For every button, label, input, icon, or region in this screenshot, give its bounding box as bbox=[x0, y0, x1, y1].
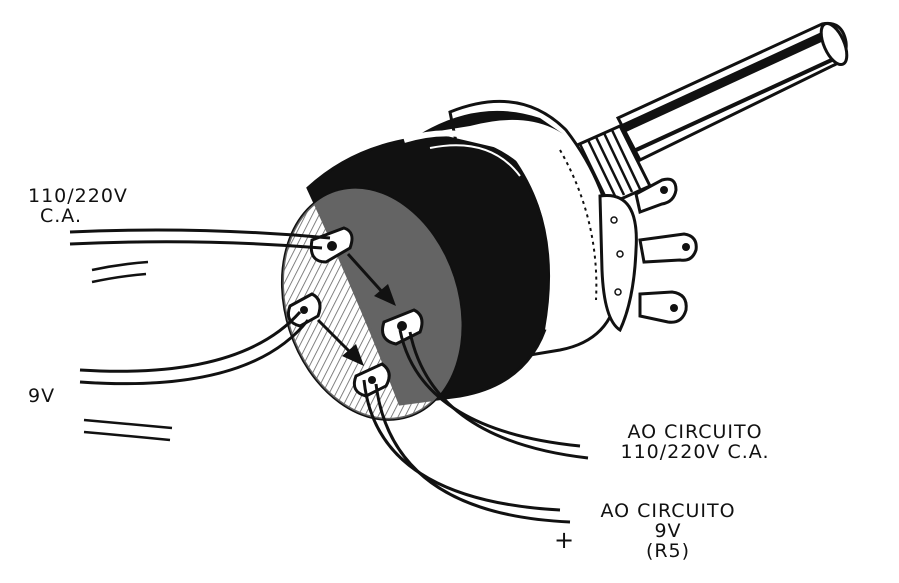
label-ac-output-line1: AO CIRCUITO bbox=[627, 421, 763, 443]
label-battery-input: 9V bbox=[28, 385, 56, 407]
label-dc-output-line3: (R5) bbox=[645, 540, 691, 562]
switch-arrows bbox=[316, 252, 396, 366]
label-polarity-plus: + bbox=[554, 526, 576, 554]
label-dc-output: AO CIRCUITO 9V (R5) bbox=[582, 501, 754, 561]
label-ac-output: AO CIRCUITO 110/220V C.A. bbox=[590, 422, 800, 462]
label-ac-input: 110/220V C.A. bbox=[28, 186, 128, 226]
label-dc-output-line1: AO CIRCUITO bbox=[600, 500, 736, 522]
label-ac-input-voltage: 110/220V bbox=[28, 185, 128, 207]
wires bbox=[69, 228, 589, 524]
break-marks bbox=[83, 260, 173, 442]
label-ac-input-type: C.A. bbox=[40, 205, 83, 227]
wire-9v-in bbox=[79, 311, 302, 373]
shaft bbox=[615, 21, 849, 162]
wire-ac-in bbox=[69, 228, 331, 240]
label-dc-output-line2: 9V bbox=[654, 520, 682, 542]
label-ac-output-line2: 110/220V C.A. bbox=[620, 441, 770, 463]
